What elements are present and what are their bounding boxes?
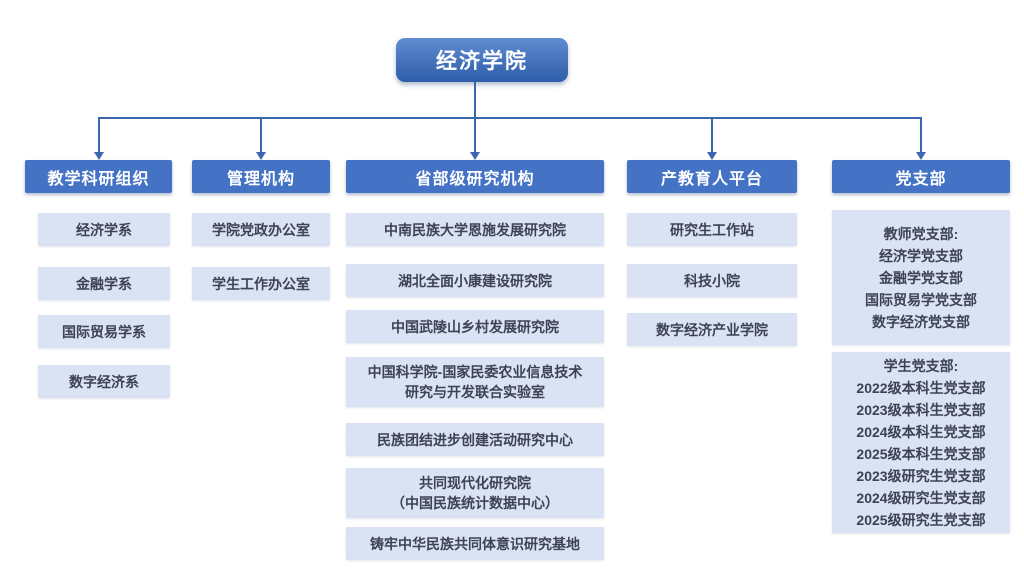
org-item-teaching-research-3: 数字经济系 [38, 365, 170, 398]
root-node-box: 经济学院 [396, 38, 568, 82]
org-item-teaching-research-0: 经济学系 [38, 213, 170, 246]
connector-drop [260, 117, 262, 152]
column-header-research-institutes: 省部级研究机构 [346, 160, 604, 193]
column-header-industry-education: 产教育人平台 [627, 160, 797, 193]
connector-drop [920, 117, 922, 152]
org-item-research-institutes-1: 湖北全面小康建设研究院 [346, 264, 604, 297]
org-item-research-institutes-4: 民族团结进步创建活动研究中心 [346, 423, 604, 456]
column-header-management: 管理机构 [192, 160, 330, 193]
arrow-down-icon [470, 152, 480, 160]
org-item-research-institutes-3: 中国科学院-国家民委农业信息技术 研究与开发联合实验室 [346, 357, 604, 407]
org-item-industry-education-2: 数字经济产业学院 [627, 313, 797, 346]
org-item-management-1: 学生工作办公室 [192, 267, 330, 300]
column-header-party-branches: 党支部 [832, 160, 1010, 193]
org-item-industry-education-1: 科技小院 [627, 264, 797, 297]
org-item-teaching-research-1: 金融学系 [38, 267, 170, 300]
arrow-down-icon [94, 152, 104, 160]
org-item-research-institutes-6: 铸牢中华民族共同体意识研究基地 [346, 527, 604, 560]
org-item-party-branches-0: 教师党支部: 经济学党支部 金融学党支部 国际贸易学党支部 数字经济党支部 [832, 210, 1010, 345]
connector-drop [711, 117, 713, 152]
org-item-industry-education-0: 研究生工作站 [627, 213, 797, 246]
org-item-party-branches-1: 学生党支部: 2022级本科生党支部 2023级本科生党支部 2024级本科生党… [832, 352, 1010, 533]
arrow-down-icon [256, 152, 266, 160]
arrow-down-icon [707, 152, 717, 160]
org-item-research-institutes-5: 共同现代化研究院 （中国民族统计数据中心） [346, 468, 604, 518]
org-item-research-institutes-0: 中南民族大学恩施发展研究院 [346, 213, 604, 246]
org-item-management-0: 学院党政办公室 [192, 213, 330, 246]
org-item-research-institutes-2: 中国武陵山乡村发展研究院 [346, 310, 604, 343]
column-header-teaching-research: 教学科研组织 [25, 160, 172, 193]
connector-drop [98, 117, 100, 152]
connector-rail [99, 117, 921, 119]
org-item-teaching-research-2: 国际贸易学系 [38, 315, 170, 348]
arrow-down-icon [916, 152, 926, 160]
